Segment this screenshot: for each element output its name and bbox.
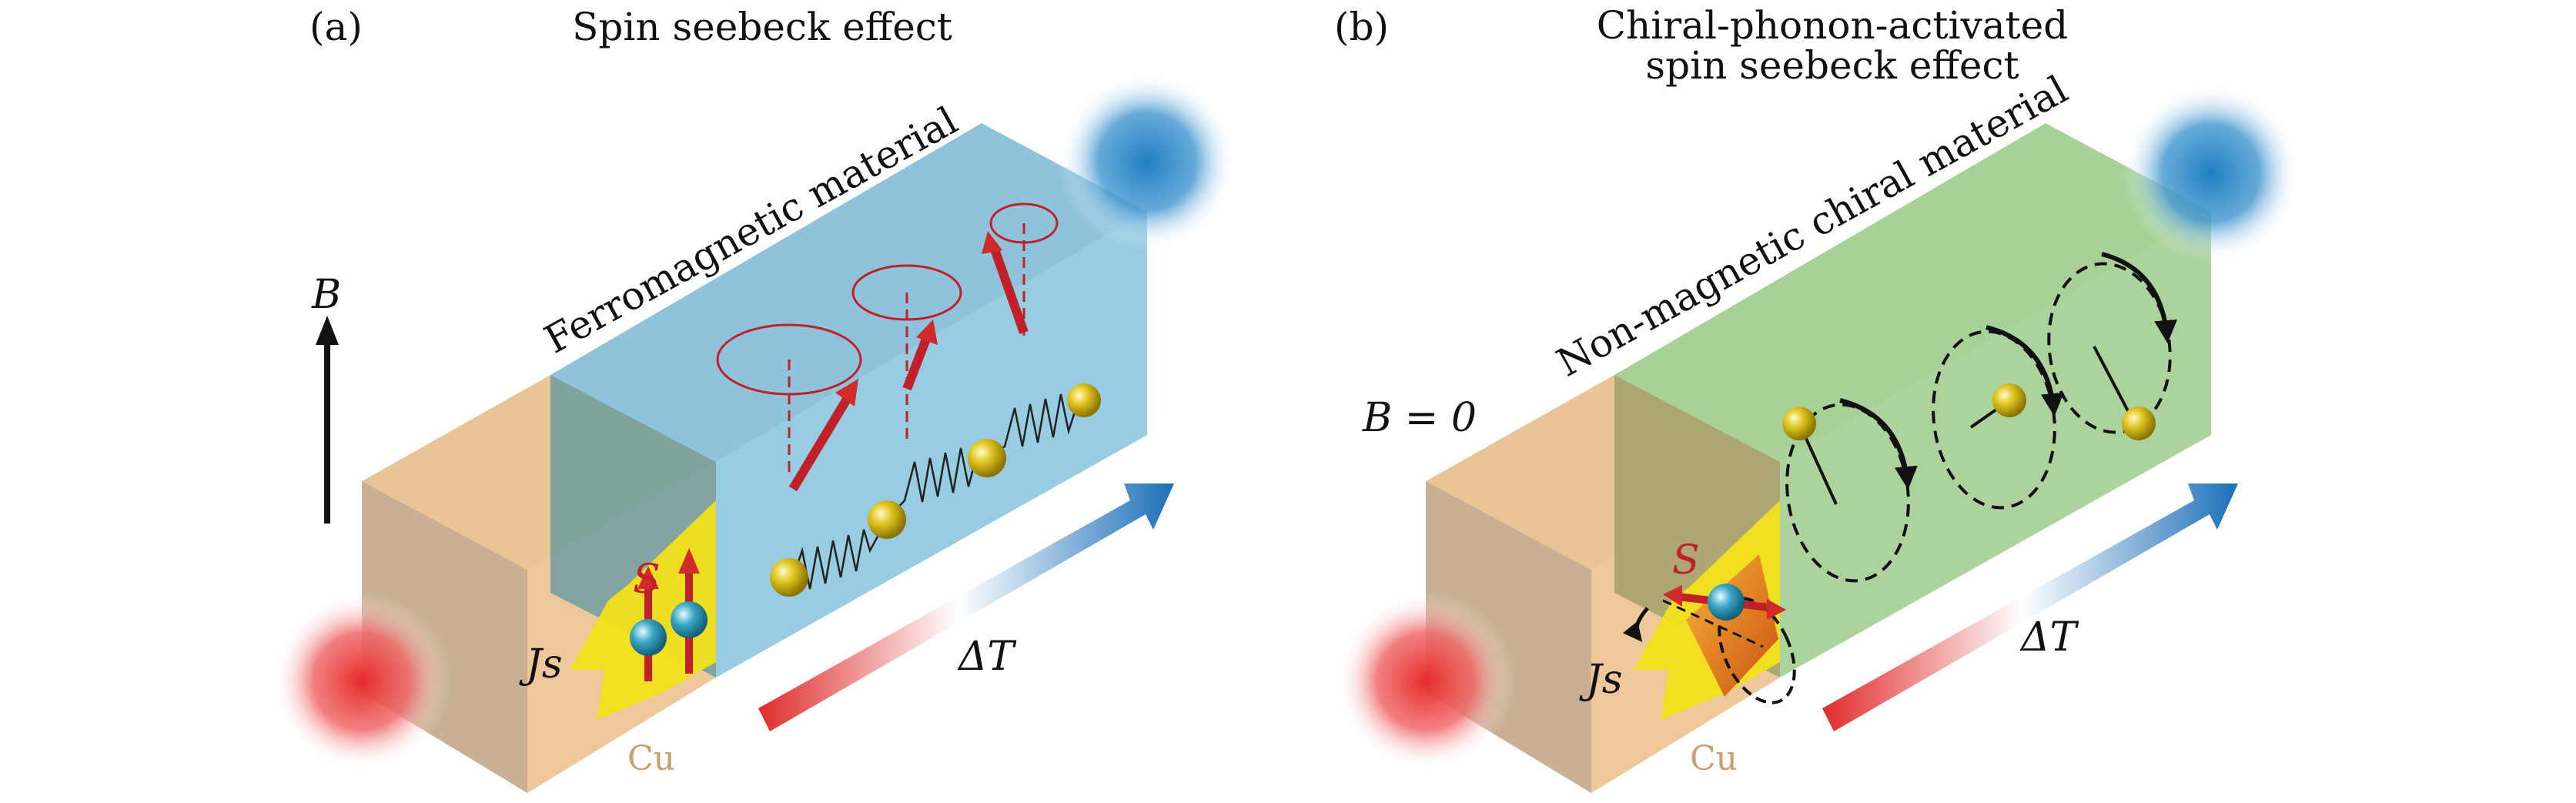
magnetization-arrows [788,231,1029,492]
spin-label-a: S [633,557,661,603]
spin-label-b: S [1672,537,1700,584]
hot-reservoir-b [1337,593,1514,770]
b-field-label: B [311,272,341,318]
delta-t-label-b: ΔT [2019,614,2079,661]
rotation-arrows [1839,252,2178,490]
hot-reservoir-a [273,593,450,770]
panel-a-label: (a) [309,5,363,49]
temperature-gradient-arrow-a [758,483,1174,731]
electron-ball [1708,584,1745,621]
delta-t-label-a: ΔT [957,634,1017,680]
spin-current-label-a: Js [519,641,563,688]
b-zero-label: B = 0 [1362,395,1477,441]
panel-b-title-line1: Chiral-phonon-activated [1597,3,2068,48]
atom-ball [1782,407,1816,440]
panel-a-title: Spin seebeck effect [572,5,952,49]
cu-label-b: Cu [1690,739,1738,778]
cold-reservoir-a [1059,73,1236,250]
atom-ball [868,500,906,539]
cu-label-a: Cu [627,739,675,778]
electron-ball [630,619,667,656]
temperature-gradient-arrow-b [1822,483,2238,731]
atom-ball [1992,383,2026,417]
atom-ball [1067,383,1101,417]
panel-b-label: (b) [1334,5,1389,49]
panel-a: (a) Spin seebeck effect B Ferromagnetic … [273,5,1236,793]
cold-reservoir-b [2123,85,2300,262]
precession-spins [716,202,1059,477]
spin-current-label-b: Js [1579,657,1623,703]
atom-ball [770,558,808,597]
atom-ball [2122,407,2156,440]
electron-spins-a [630,548,708,681]
panel-b-title-line2: spin seebeck effect [1645,43,2019,88]
lattice-springs-a [791,393,1085,590]
b-field-arrow [316,316,339,524]
electron-ball [671,601,708,638]
atom-ball [968,439,1006,477]
spin-current-arrow-a [570,500,716,720]
electron-spin-b [1663,584,1786,621]
panel-b: (b) Chiral-phonon-activated spin seebeck… [1334,3,2300,793]
